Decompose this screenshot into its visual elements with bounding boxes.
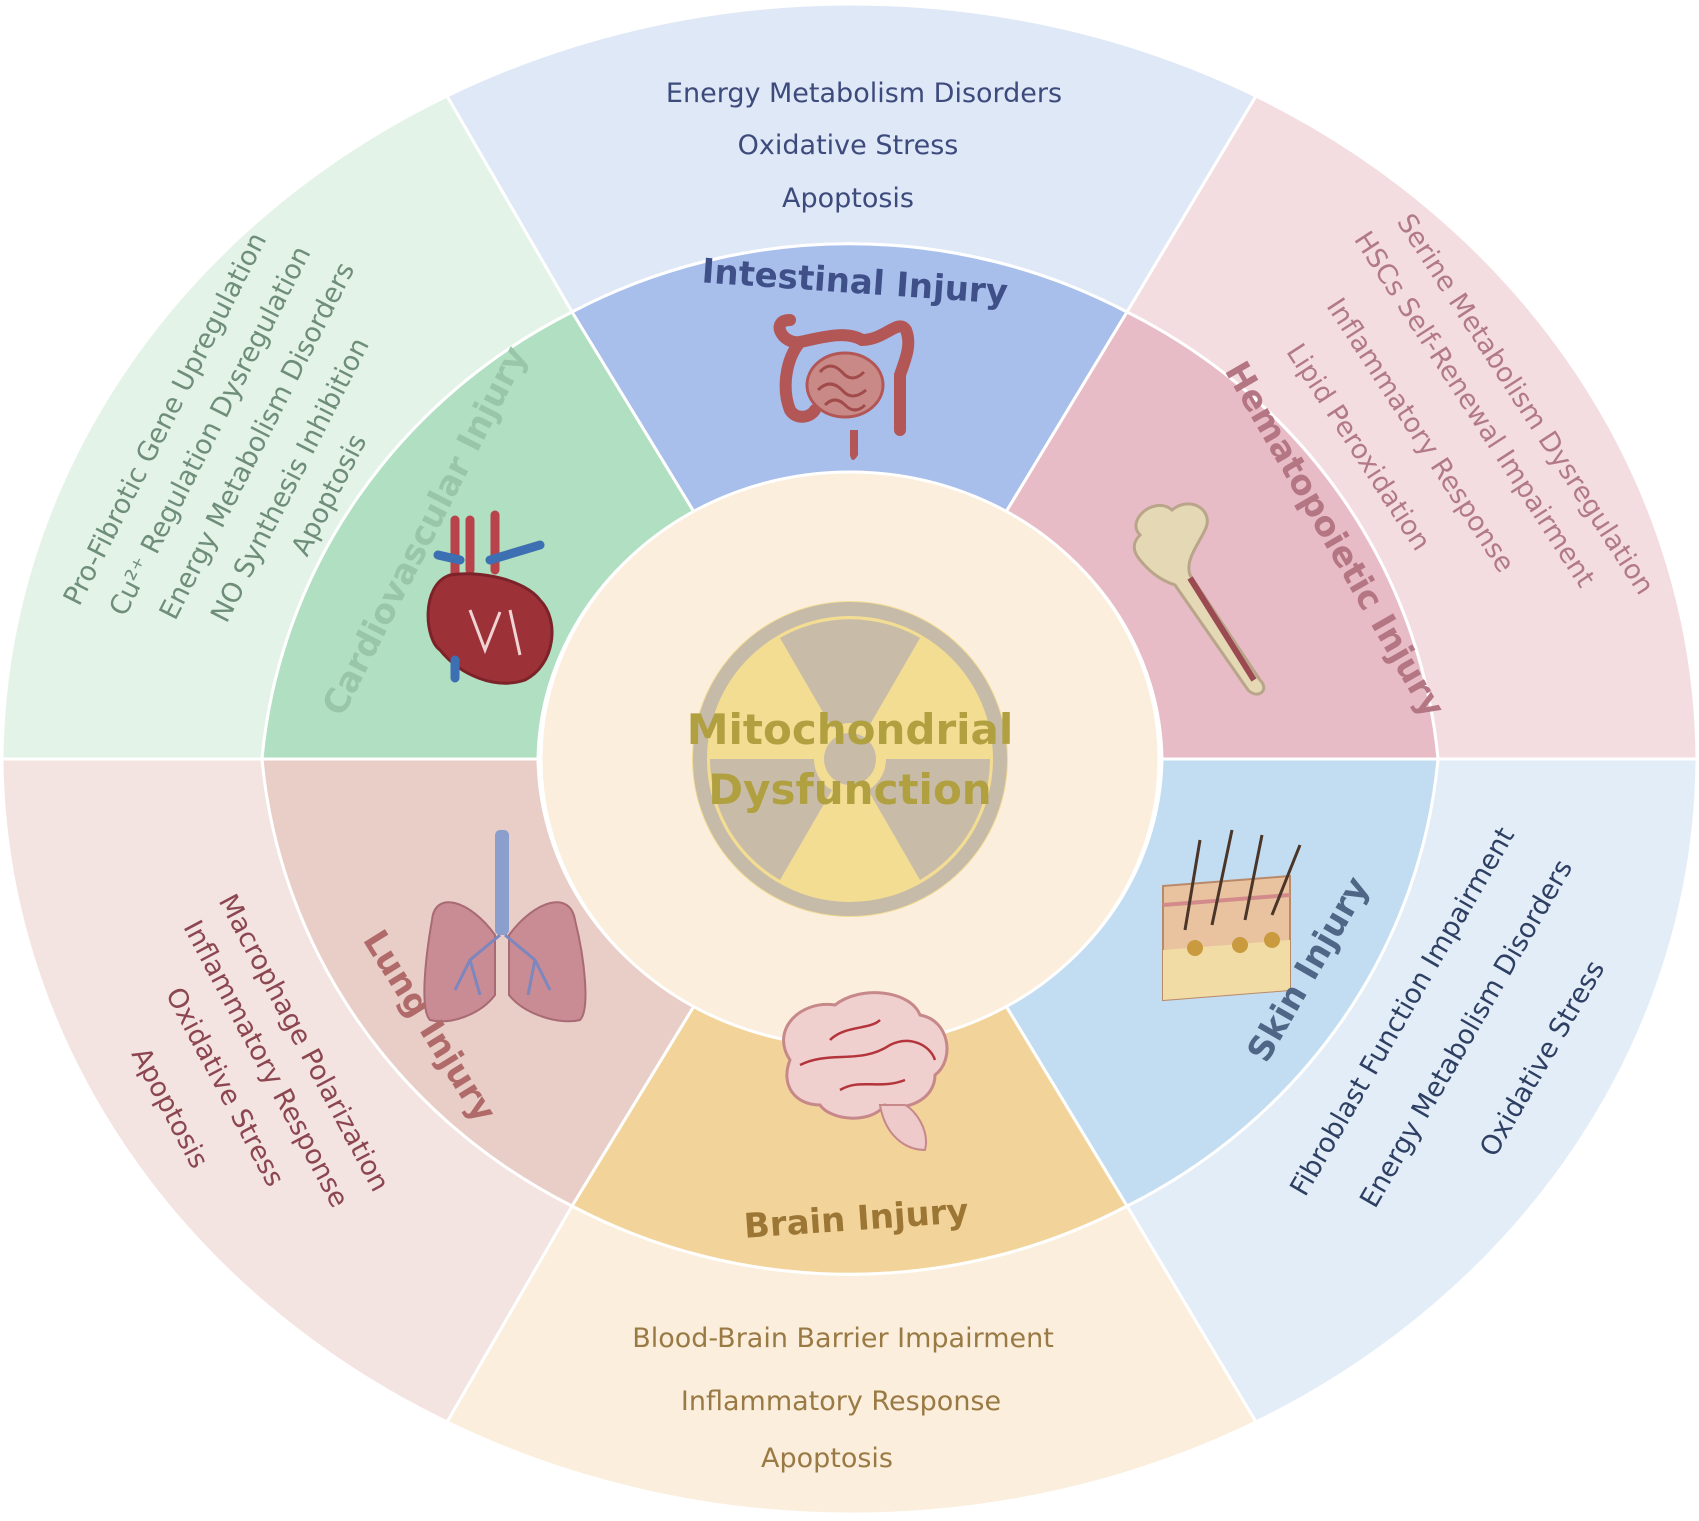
mechanism-item: Apoptosis — [782, 183, 914, 214]
mechanism-item: Oxidative Stress — [738, 130, 959, 161]
lungs-icon — [423, 830, 587, 1023]
center-title-line2: Dysfunction — [708, 765, 991, 814]
brain-icon — [782, 991, 949, 1152]
mechanisms-intestinal: Energy Metabolism Disorders Oxidative St… — [666, 78, 1062, 214]
intestine-icon — [773, 314, 915, 460]
heart-icon — [426, 510, 554, 685]
mechanism-item: Blood-Brain Barrier Impairment — [632, 1323, 1054, 1354]
radiation-icon — [692, 601, 1008, 917]
bone-icon — [1132, 502, 1266, 696]
mechanism-item: Inflammatory Response — [681, 1386, 1001, 1417]
center-hub: Mitochondrial Dysfunction — [539, 470, 1161, 1048]
center-title-line1: Mitochondrial — [687, 705, 1014, 754]
mechanism-item: Apoptosis — [761, 1443, 893, 1474]
skin-icon — [1162, 829, 1302, 1002]
mechanism-item: Energy Metabolism Disorders — [666, 78, 1062, 109]
mechanisms-brain: Blood-Brain Barrier Impairment Inflammat… — [632, 1323, 1054, 1474]
